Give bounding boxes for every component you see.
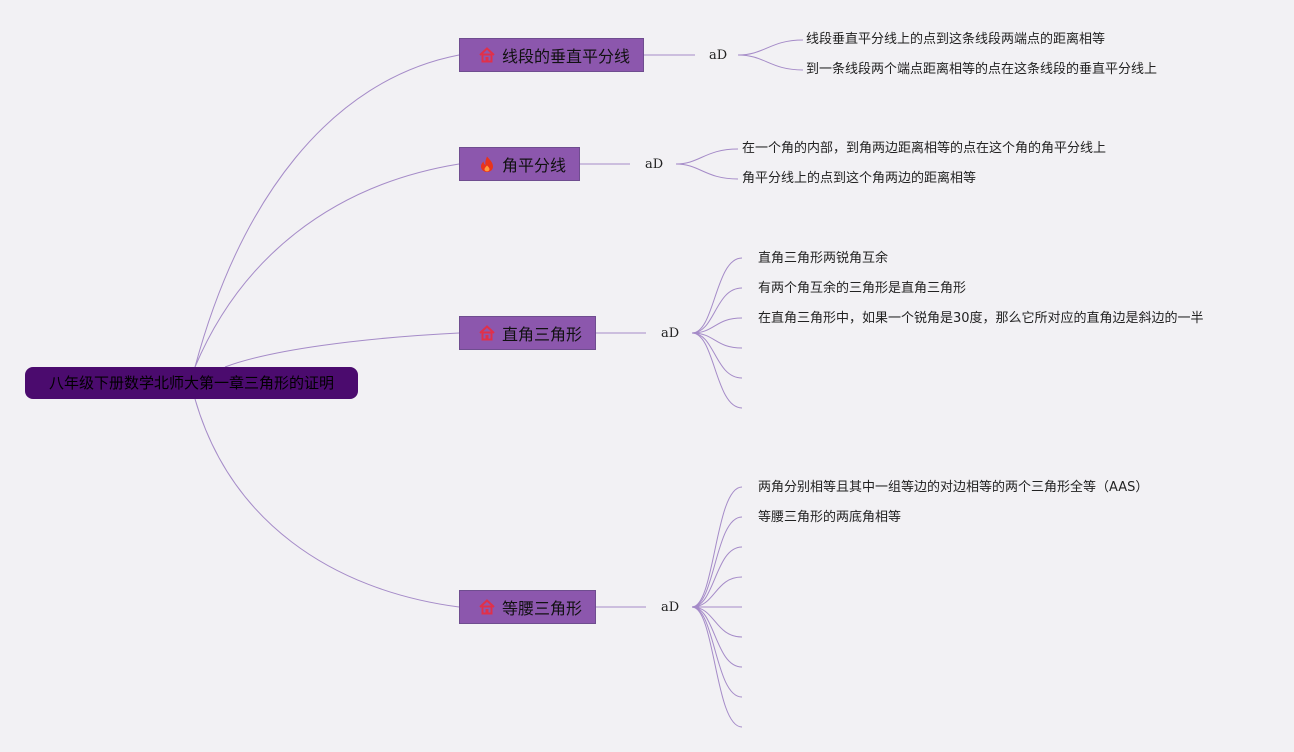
link-b4-leaf-9	[691, 606, 743, 728]
branch-label-2: 角平分线	[502, 156, 567, 175]
leaf-b1-1[interactable]: 线段垂直平分线上的点到这条线段两端点的距离相等	[806, 32, 1106, 47]
link-root-to-branch-1	[194, 54, 460, 368]
link-b4-leaf-3	[691, 546, 743, 608]
link-b1-leaf-1	[737, 39, 804, 56]
link-b4-leaf-8	[691, 606, 743, 698]
branch-label-1: 线段的垂直平分线	[502, 47, 631, 66]
leaf-b3-2[interactable]: 有两个角互余的三角形是直角三角形	[758, 281, 967, 296]
branch-node-3[interactable]: 直角三角形	[459, 316, 596, 350]
link-b4-leaf-2	[691, 516, 743, 608]
link-b3-leaf-4	[691, 332, 743, 349]
leaf-b2-2[interactable]: 角平分线上的点到这个角两边的距离相等	[742, 171, 977, 186]
link-b3-leaf-6	[691, 332, 743, 409]
fire-icon	[478, 155, 496, 173]
link-b4-leaf-4	[691, 576, 743, 608]
branch-node-1[interactable]: 线段的垂直平分线	[459, 38, 644, 72]
root-label: 八年级下册数学北师大第一章三角形的证明	[48, 374, 334, 392]
leaf-b3-1[interactable]: 直角三角形两锐角互余	[758, 251, 889, 266]
branch-sub-label-1: aD	[709, 48, 728, 63]
branch-node-2[interactable]: 角平分线	[459, 147, 580, 181]
link-b3-leaf-2	[691, 287, 743, 334]
link-b4-leaf-1	[691, 486, 743, 608]
branch-label-4: 等腰三角形	[502, 599, 583, 618]
link-b4-leaf-7	[691, 606, 743, 668]
link-b3-leaf-3	[691, 317, 743, 334]
branch-node-4[interactable]: 等腰三角形	[459, 590, 596, 624]
root-node[interactable]: 八年级下册数学北师大第一章三角形的证明	[25, 367, 358, 399]
leaf-b4-2[interactable]: 等腰三角形的两底角相等	[758, 510, 902, 525]
branch-label-3: 直角三角形	[502, 325, 583, 344]
link-b2-leaf-1	[675, 148, 739, 165]
branch-sub-label-4: aD	[661, 600, 680, 615]
home-icon	[478, 324, 496, 342]
home-icon	[478, 46, 496, 64]
link-root-to-branch-3	[224, 332, 460, 368]
link-b2-leaf-2	[675, 163, 739, 180]
leaf-b1-2[interactable]: 到一条线段两个端点距离相等的点在这条线段的垂直平分线上	[806, 62, 1158, 77]
leaf-b2-1[interactable]: 在一个角的内部，到角两边距离相等的点在这个角的角平分线上	[742, 141, 1107, 156]
link-root-to-branch-4	[194, 398, 460, 608]
link-b3-leaf-5	[691, 332, 743, 379]
leaf-b4-1[interactable]: 两角分别相等且其中一组等边的对边相等的两个三角形全等（AAS）	[758, 480, 1149, 495]
link-root-to-branch-2	[194, 163, 460, 368]
branch-sub-label-2: aD	[645, 157, 664, 172]
branch-sub-label-3: aD	[661, 326, 680, 341]
link-b4-leaf-6	[691, 606, 743, 638]
link-b1-leaf-2	[737, 54, 804, 71]
home-icon	[478, 598, 496, 616]
leaf-b3-3[interactable]: 在直角三角形中，如果一个锐角是30度，那么它所对应的直角边是斜边的一半	[758, 311, 1204, 326]
link-b3-leaf-1	[691, 257, 743, 334]
